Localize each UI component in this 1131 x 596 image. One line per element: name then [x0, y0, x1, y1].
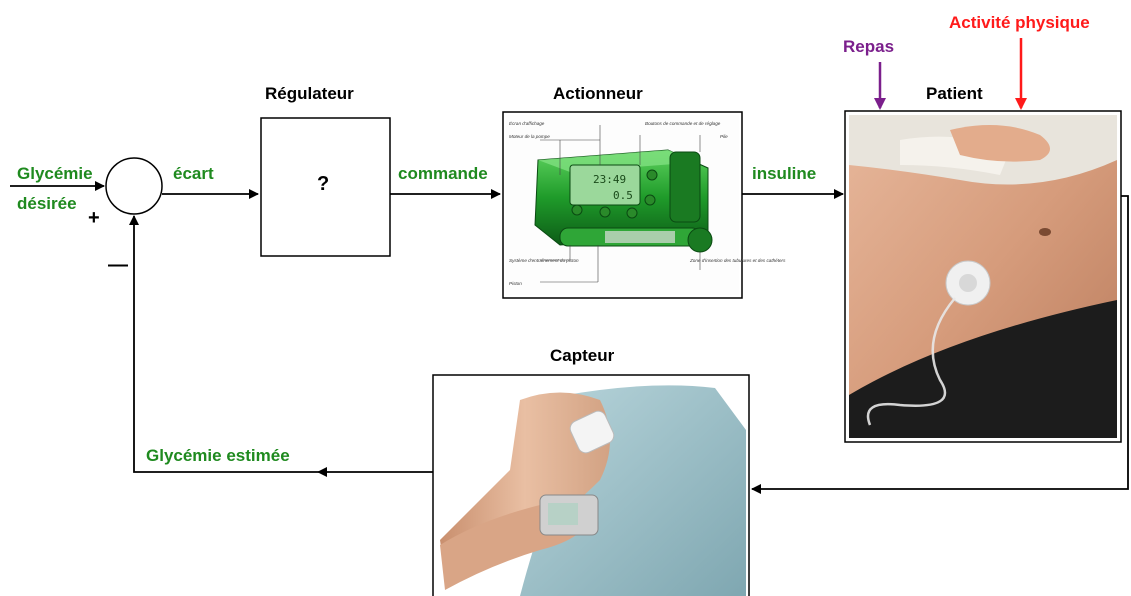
sensor-arm-photo: [436, 378, 746, 596]
ecart-label: écart: [173, 164, 214, 183]
regulateur-title: Régulateur: [265, 84, 354, 103]
commande-label: commande: [398, 164, 488, 183]
actionneur-title: Actionneur: [553, 84, 643, 103]
pump-display-1: 23:49: [593, 173, 626, 186]
insuline-label: insuline: [752, 164, 817, 183]
minus-sign: —: [108, 254, 128, 276]
activite-label: Activité physique: [949, 13, 1090, 32]
pump-label-zone: Zone d'insertion des tubulures et des ca…: [689, 258, 786, 263]
insulin-pump-illustration: [506, 115, 739, 295]
patient-title: Patient: [926, 84, 983, 103]
pump-label-pile: Pile: [720, 134, 728, 139]
input-label-glycemie: Glycémie: [17, 164, 93, 183]
regulateur-box: [260, 117, 391, 257]
pump-label-systeme: Système d'entraînement du piston: [509, 258, 579, 263]
pump-label-boutons: Boutons de commande et de réglage: [645, 121, 721, 126]
pump-label-piston: Piston: [509, 281, 522, 286]
regulateur-question: ?: [317, 173, 330, 195]
pump-display-2: 0.5: [613, 189, 633, 202]
summing-junction: [105, 157, 163, 215]
capteur-title: Capteur: [550, 346, 615, 365]
glycemie-estimee-label: Glycémie estimée: [146, 446, 290, 465]
repas-label: Repas: [843, 37, 895, 56]
pump-label-ecran: Écran d'affichage: [509, 120, 545, 126]
feedback-line: [129, 215, 318, 473]
patient-output-line: [751, 195, 1129, 494]
input-label-desiree: désirée: [17, 194, 77, 213]
plus-sign: +: [88, 207, 100, 229]
patient-abdomen-photo: [849, 115, 1117, 438]
pump-label-moteur: Moteur de la pompe: [509, 134, 550, 139]
